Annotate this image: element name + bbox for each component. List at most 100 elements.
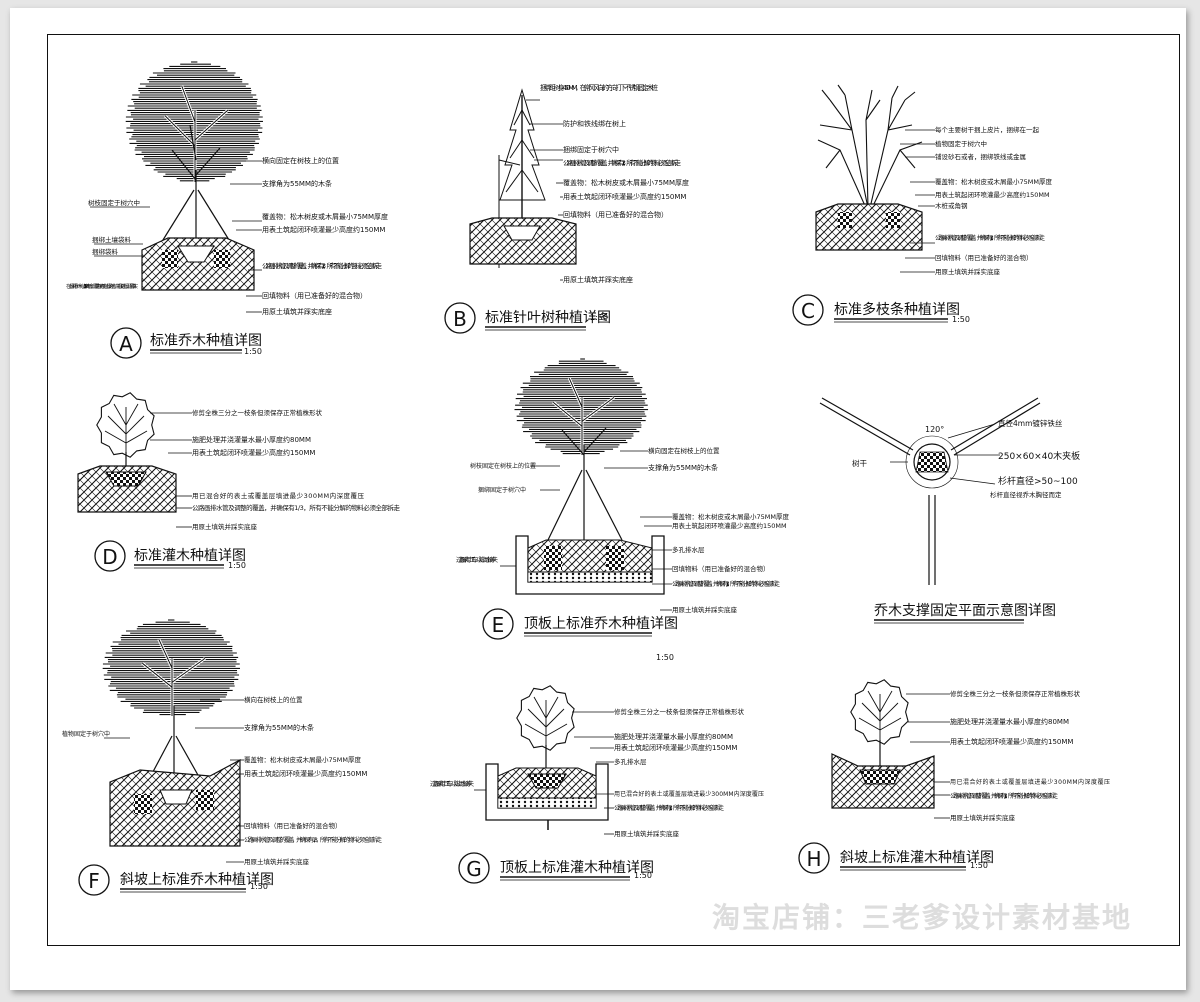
canopy-a: [125, 61, 263, 182]
note-d-5: 用原土填筑并踩实底座: [192, 522, 258, 531]
note-a-10: 在土壤中添加一半以上200MM的长度，需要直接可放在土壤的地方，先后填进土壤，逐…: [66, 283, 138, 290]
title-f: F 斜坡上标准乔木种植详图 1:50: [78, 864, 274, 896]
note-f-2: 植物固定于树穴中: [62, 730, 110, 738]
title-c: C 标准多枝条种植详图 1:50: [792, 294, 970, 326]
panel-c: 每个主要树干捆上皮片，捆绑在一起 植物固定于树穴中 铺设砂石或者，捆绑铁线或金属…: [792, 84, 1052, 326]
pit-b: [469, 217, 577, 265]
note-b-7: 用原土填筑并踩实底座: [563, 275, 633, 284]
panel-e: 横向固定在树枝上的位置 支撑角为55MM的木条 树枝固定在树枝上的位置 捆绑固定…: [456, 358, 789, 662]
note-d-4: 公路画排水管及调整的覆盖，并确保有1/3，所有不能分解的物料必须全部拆走: [192, 503, 401, 512]
title-support: 乔木支撑固定平面示意图详图: [874, 602, 1056, 624]
support-note-0: 直径4mm镀锌铁丝: [998, 418, 1063, 428]
title-f-text: 斜坡上标准乔木种植详图: [120, 872, 274, 888]
title-g-text: 顶板上标准灌木种植详图: [500, 860, 654, 876]
note-g-3: 多孔排水层: [614, 757, 647, 766]
note-c-8: 用原土填筑并踩实底座: [935, 267, 1001, 276]
note-a-2: 树枝固定于树穴中: [88, 198, 140, 207]
note-g-2: 用表土筑起闭环喷灌最少高度约150MM: [614, 743, 737, 752]
note-f-3: 覆盖物：松木树皮或木屑最小75MM厚度: [244, 755, 361, 764]
note-f-0: 横向在树枝上的位置: [244, 695, 303, 704]
canopy-e: [514, 358, 649, 455]
note-e-9: 公路画排水管及调整的覆盖，并确保有1/3，所有不能分解的物料必须全部拆走: [672, 580, 780, 588]
note-f-5: 回填物料（用已准备好的混合物）: [244, 821, 342, 830]
note-b-4: 覆盖物：松木树皮或木屑最小75MM厚度: [563, 178, 689, 187]
title-b-text: 标准针叶树种植详图: [485, 310, 611, 326]
panel-f: 横向在树枝上的位置 支撑角为55MM的木条 植物固定于树穴中 覆盖物：松木树皮或…: [62, 619, 382, 896]
note-g-4: 过滤层采用土工布，以防止泥土被冲失: [430, 780, 474, 788]
scale-c: 1:50: [952, 315, 970, 324]
note-d-3: 用已混合好的表土或覆盖层填进最少300MM内深度覆压: [192, 491, 365, 500]
pit-d: [77, 465, 177, 513]
note-f-7: 用原土填筑并踩实底座: [244, 857, 310, 866]
support-note-2: 250×60×40木夹板: [998, 450, 1080, 462]
scale-h: 1:50: [970, 861, 988, 870]
note-b-5: 用表土筑起闭环喷灌最少高度约150MM: [563, 192, 686, 201]
note-e-5: 用表土筑起闭环喷灌最少高度约150MM: [672, 521, 787, 530]
note-c-0: 每个主要树干捆上皮片，捆绑在一起: [935, 125, 1040, 134]
scale-a: 1:50: [244, 347, 262, 356]
panel-d: 修剪全株三分之一枝条但须保存正常植株形状 施肥处理并浇灌量水最小厚度约80MM …: [77, 392, 401, 572]
planter-e: [515, 535, 665, 595]
note-c-4: 用表土筑起闭环喷灌最少高度约150MM: [935, 190, 1050, 199]
note-e-8: 回填物料（用已准备好的混合物）: [672, 564, 770, 573]
note-g-6: 公路画排水管及调整的覆盖，并确保有1/3，所有不能分解的物料必须全部拆走: [614, 804, 724, 812]
note-g-5: 用已混合好的表土或覆盖层填进最少300MM内深度覆压: [614, 790, 764, 798]
svg-text:B: B: [453, 307, 467, 331]
panel-g: 修剪全株三分之一枝条但须保存正常植株形状 施肥处理并浇灌量水最小厚度约80MM …: [430, 685, 764, 884]
note-g-0: 修剪全株三分之一枝条但须保存正常植株形状: [614, 707, 745, 716]
panel-support-plan: 直径4mm镀锌铁丝 120° 250×60×40木夹板 树干 杉杆直径>50~1…: [819, 397, 1080, 624]
svg-text:D: D: [102, 545, 117, 569]
note-e-0: 横向固定在树枝上的位置: [648, 446, 720, 455]
planter-g: [485, 763, 609, 830]
svg-text:H: H: [806, 847, 821, 871]
shrub-canopy-h: [850, 679, 909, 745]
note-a-0: 横向固定在树枝上的位置: [262, 156, 339, 165]
title-g: G 顶板上标准灌木种植详图 1:50: [458, 852, 654, 884]
svg-text:A: A: [119, 332, 133, 356]
note-a-8: 回填物料（用已准备好的混合物）: [262, 291, 367, 300]
support-note-4: 杉杆直径>50~100: [998, 475, 1078, 487]
shrub-canopy-d: [96, 392, 155, 458]
note-d-0: 修剪全株三分之一枝条但须保存正常植株形状: [192, 408, 323, 417]
note-b-6: 回填物料（用已准备好的混合物）: [563, 210, 668, 219]
pit-c: [815, 203, 923, 251]
scale-g: 1:50: [634, 871, 652, 880]
title-d: D 标准灌木种植详图 1:50: [94, 540, 246, 572]
note-d-2: 用表土筑起闭环喷灌最少高度约150MM: [192, 448, 315, 457]
title-h: H 斜坡上标准灌木种植详图 1:50: [798, 842, 994, 874]
svg-text:F: F: [88, 869, 100, 893]
pit-h: [831, 753, 935, 809]
pit-a: [141, 237, 255, 291]
note-g-1: 施肥处理并浇灌量水最小厚度约80MM: [614, 732, 733, 741]
note-c-6: 公路画排水管及调整的覆盖，并确保有1/3，所有不能分解的物料必须全部拆走: [935, 234, 1045, 242]
note-b-2: 捆绑固定于树穴中: [563, 145, 619, 154]
panel-h: 修剪全株三分之一枝条但须保存正常植株形状 施肥处理并浇灌量水最小厚度约80MM …: [798, 679, 1110, 874]
support-note-1: 120°: [925, 425, 944, 434]
note-c-1: 植物固定于树穴中: [935, 139, 987, 148]
note-a-7: 公路画排水管及调整的覆盖，并确保有1/3，所有不能分解的包料必须全部拆走: [262, 261, 382, 270]
note-e-1: 支撑角为55MM的木条: [648, 463, 718, 472]
watermark-text: 淘宝店铺：三老爹设计素材基地: [712, 901, 1133, 934]
note-e-7: 多孔排水层: [672, 545, 705, 554]
shrub-branches-c: [817, 84, 923, 209]
title-e: E 顶板上标准乔木种植详图 1:50: [482, 608, 678, 662]
note-h-0: 修剪全株三分之一枝条但须保存正常植株形状: [950, 689, 1081, 698]
note-c-7: 回填物料（用已准备好的混合物）: [935, 253, 1033, 262]
note-a-6: 捆绑袋料: [92, 247, 119, 256]
note-g-7: 用原土填筑并踩实底座: [614, 829, 680, 838]
title-support-text: 乔木支撑固定平面示意图详图: [874, 602, 1056, 619]
panel-a: 横向固定在树枝上的位置 支撑角为55MM的木条 树枝固定于树穴中 覆盖物：松木树…: [66, 61, 388, 359]
note-d-1: 施肥处理并浇灌量水最小厚度约80MM: [192, 435, 311, 444]
note-b-0: 捆绑距树身450MM，在常风风向的方向打下不锈钢固定木桩: [540, 83, 658, 92]
note-c-2: 铺设砂石或者，捆绑铁线或金属: [935, 152, 1026, 161]
note-c-3: 覆盖物：松木树皮或木屑最小75MM厚度: [935, 177, 1052, 186]
canopy-f: [102, 619, 240, 716]
scale-f: 1:50: [250, 882, 268, 891]
panel-b: 捆绑距树身450MM，在常风风向的方向打下不锈钢固定木桩 防护和铁线绑在树上 捆…: [444, 83, 689, 334]
note-h-4: 公路画排水管及调整的覆盖，并确保有1/3，所有不能分解的物料必须全部拆走: [950, 792, 1058, 800]
note-e-2: 树枝固定在树枝上的位置: [470, 462, 536, 470]
note-e-4: 覆盖物：松木树皮或木屑最小75MM厚度: [672, 512, 789, 521]
title-d-text: 标准灌木种植详图: [134, 548, 246, 564]
note-h-2: 用表土筑起闭环喷灌最少高度约150MM: [950, 737, 1073, 746]
title-a: A 标准乔木种植详图 1:50: [110, 327, 262, 359]
